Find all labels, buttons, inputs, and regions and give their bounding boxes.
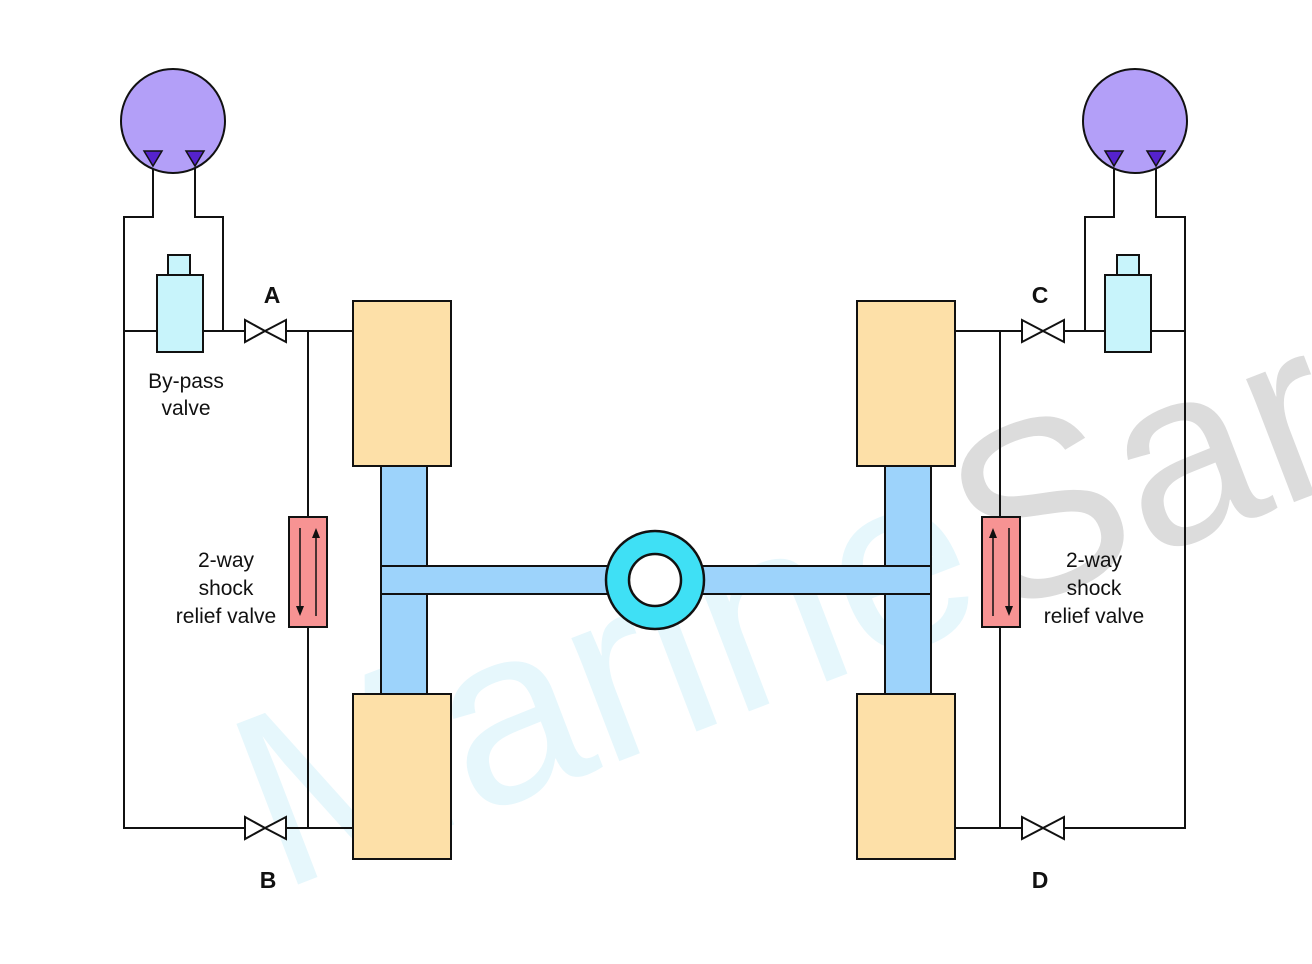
bypass-valve-left: [156, 254, 204, 353]
rudder-stock: [604, 529, 706, 631]
tiller-bar-left: [380, 565, 632, 595]
pump-port-icon: [1145, 150, 1167, 168]
relief-left-label-line1: 2-way: [198, 549, 255, 572]
left-pipework: [123, 165, 353, 829]
bypass-label-line2: valve: [161, 397, 210, 420]
pump-left: [120, 68, 226, 174]
pump-port-icon: [184, 150, 206, 168]
relief-right-label-line1: 2-way: [1066, 549, 1123, 572]
valve-d-label: D: [1032, 867, 1049, 893]
tiller-arms: [380, 465, 932, 695]
relief-right-label-line3: relief valve: [1044, 605, 1144, 628]
valve-b-icon: [244, 815, 287, 841]
valve-a-label: A: [264, 282, 281, 308]
shock-relief-valve-left: [288, 516, 328, 628]
arrow-up-icon: [312, 528, 320, 538]
valve-c-label: C: [1032, 282, 1049, 308]
pump-port-icon: [142, 150, 164, 168]
ram-cylinder-bottom-right: [856, 693, 956, 860]
valve-d-icon: [1021, 815, 1065, 841]
ram-cylinder-top-left: [352, 300, 452, 467]
valve-b-label: B: [260, 867, 277, 893]
bypass-valve-right: [1104, 254, 1152, 353]
pump-port-icon: [1103, 150, 1125, 168]
arrow-down-icon: [1005, 606, 1013, 616]
ram-cylinder-top-right: [856, 300, 956, 467]
arrow-down-icon: [296, 606, 304, 616]
valve-c-icon: [1021, 318, 1065, 344]
arrow-up-icon: [989, 528, 997, 538]
valve-a-icon: [244, 318, 287, 344]
ram-cylinders: [352, 300, 956, 860]
ram-cylinder-bottom-left: [352, 693, 452, 860]
tiller-bar-right: [679, 565, 932, 595]
shock-relief-valve-right: [981, 516, 1021, 628]
relief-left-label-line2: shock: [199, 577, 254, 600]
relief-right-label-line2: shock: [1067, 577, 1122, 600]
bypass-label-line1: By-pass: [148, 370, 224, 393]
relief-left-label-line3: relief valve: [176, 605, 276, 628]
pump-right: [1082, 68, 1188, 174]
